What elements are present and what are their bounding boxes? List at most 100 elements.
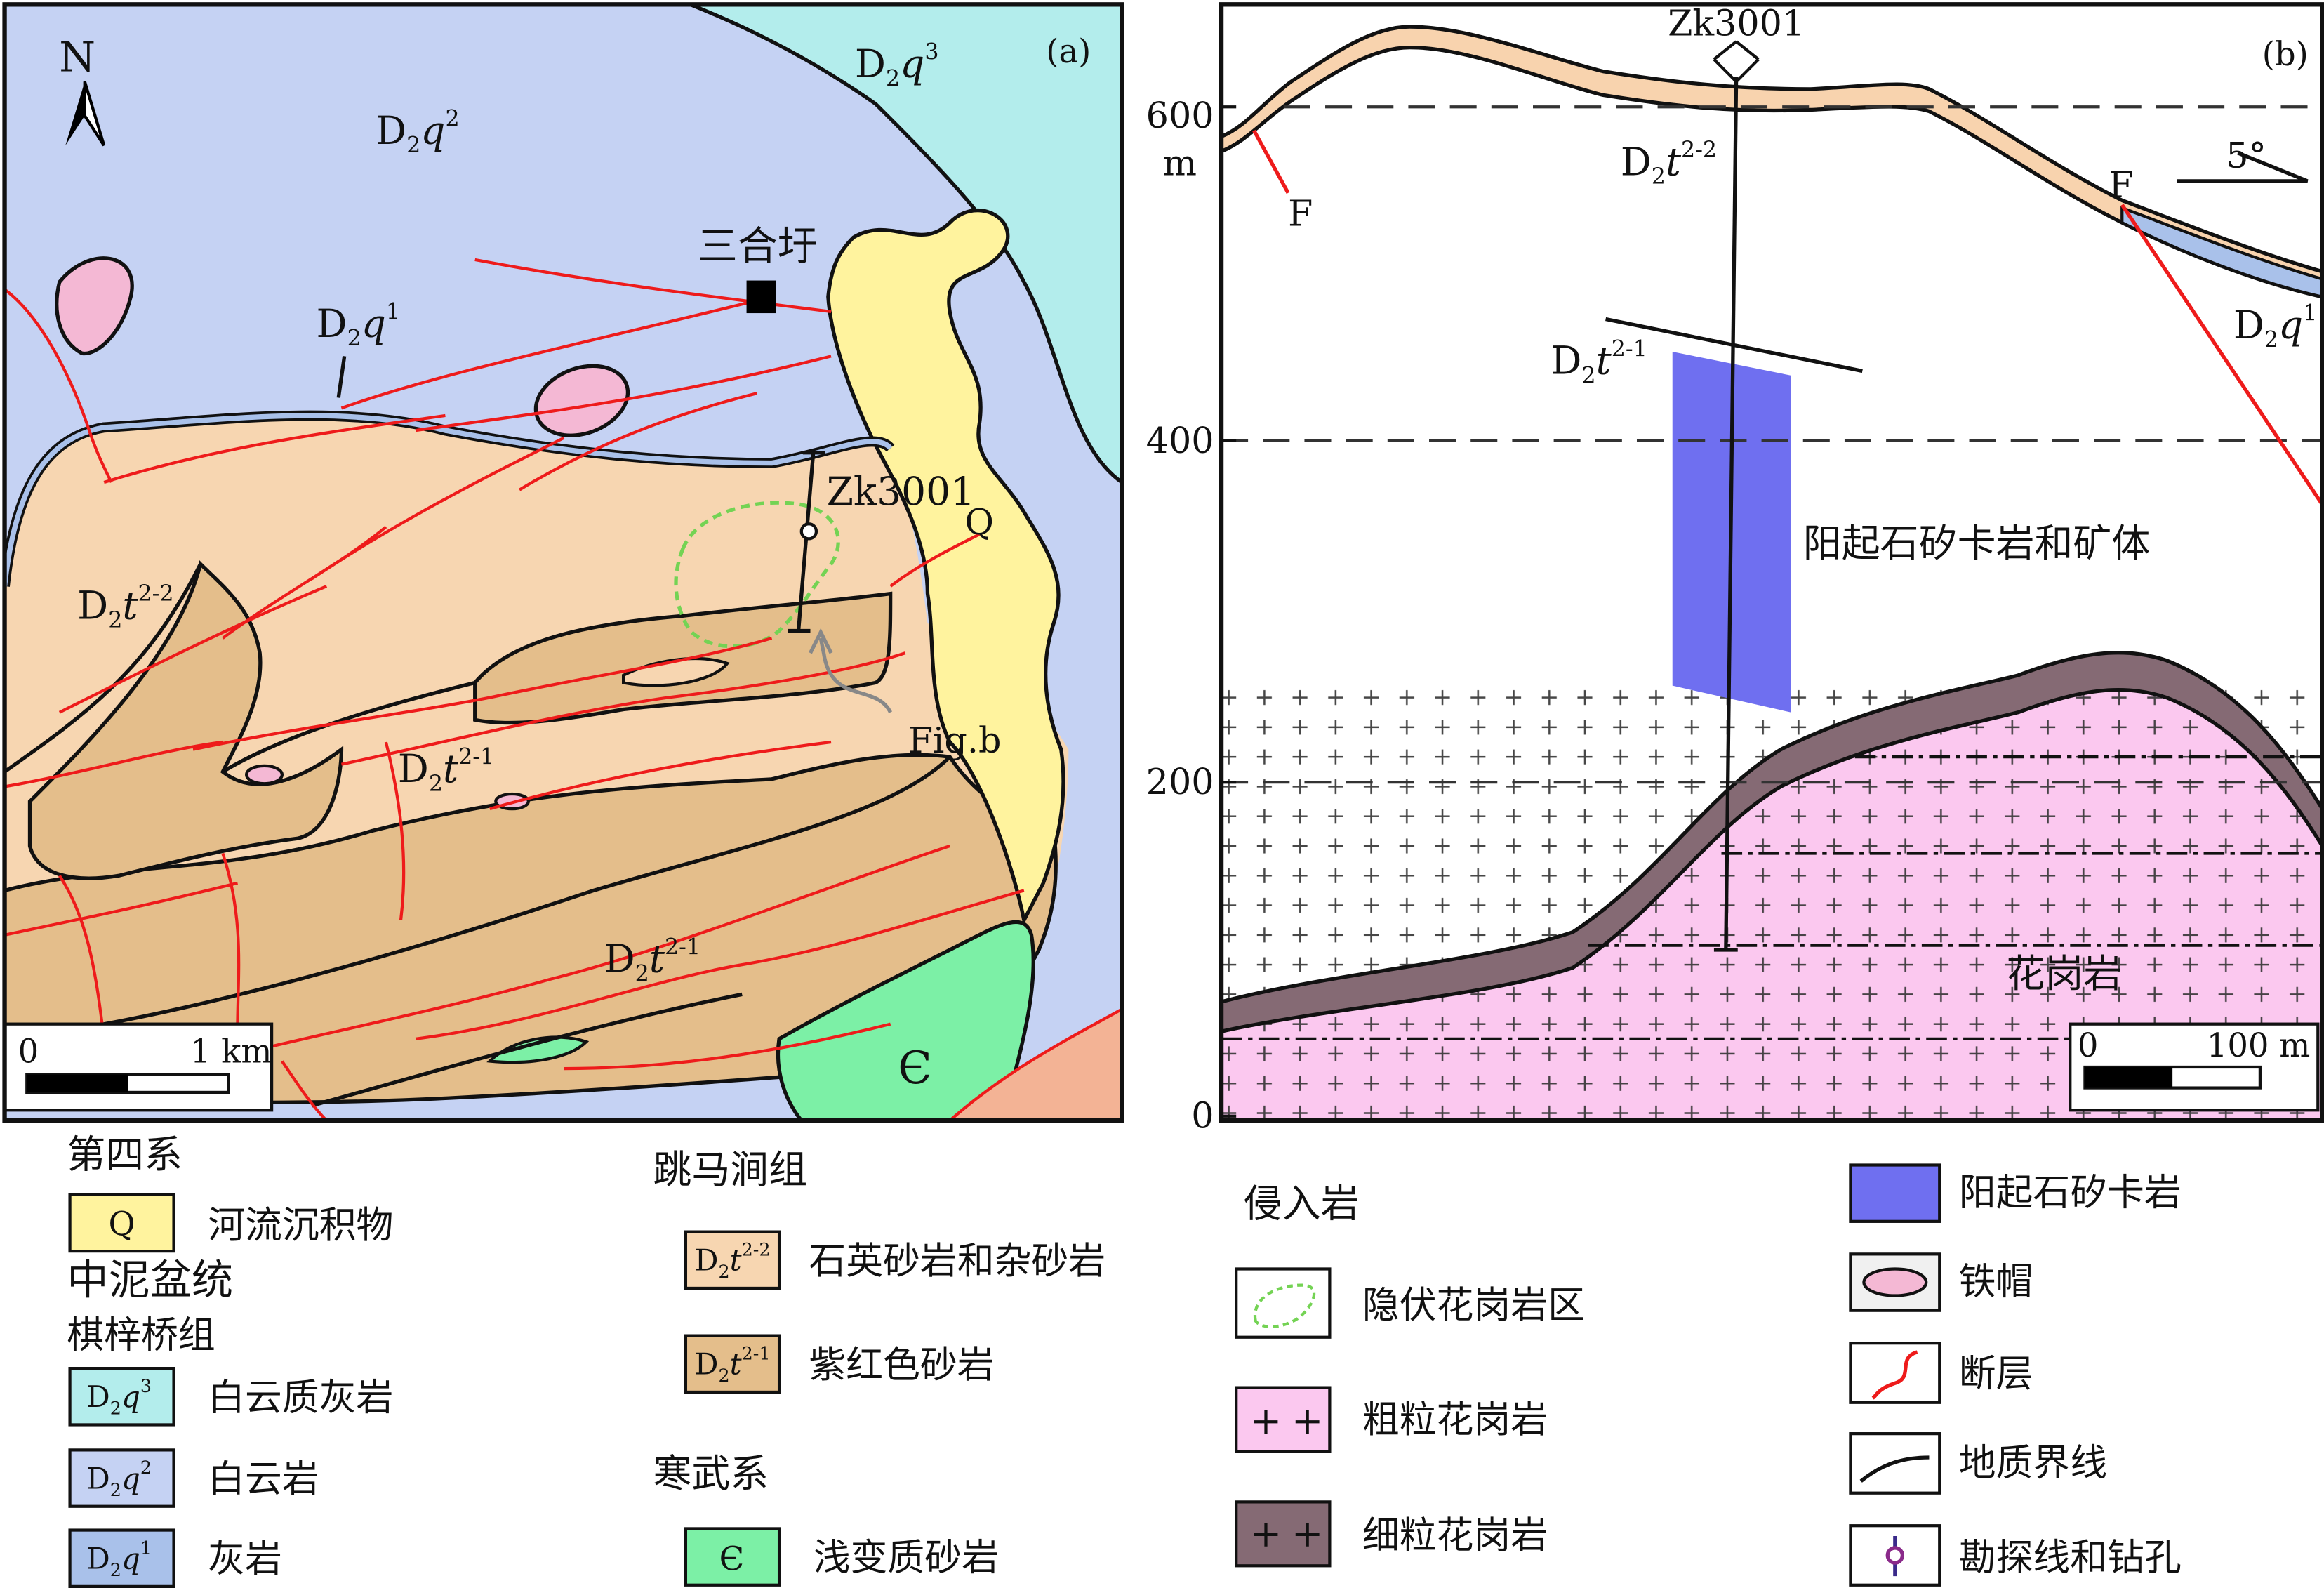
legend-swatch-d2t22 xyxy=(684,1230,781,1290)
legend-label-actinolite: 阳起石矽卡岩 xyxy=(1959,1172,2182,1215)
legend-swatch-cambrian xyxy=(684,1527,781,1587)
legend-label-d2t22: 石英砂岩和杂砂岩 xyxy=(809,1240,1105,1283)
section-frame xyxy=(1219,2,2324,1123)
unit-label-d2t21-map-south: D2t2-1 xyxy=(604,934,700,986)
hidden-granite-outline xyxy=(674,501,840,649)
orebody-label: 阳起石矽卡岩和矿体 xyxy=(1803,521,2151,566)
north-label: N xyxy=(59,32,95,81)
fault-lines xyxy=(4,258,1122,1121)
fig-b-arrow-icon xyxy=(818,637,892,714)
section-scale-zero: 0 xyxy=(2078,1026,2099,1064)
gossan-1 xyxy=(55,256,134,356)
drillhole-label-b: Zk3001 xyxy=(1668,3,1805,44)
svg-text:D2q3: D2q3 xyxy=(86,1375,152,1419)
fault-left xyxy=(1252,129,1290,194)
drillhole-label-a: Zk3001 xyxy=(827,469,975,514)
legend: 第四系 Q 河流沉积物 中泥盆统 棋梓桥组 D2q3 白云质灰岩 D2q2 白云… xyxy=(67,1132,2182,1588)
legend-label-coarse-granite: 粗粒花岗岩 xyxy=(1362,1398,1548,1441)
unit-label-d2q3-map: D2q3 xyxy=(855,40,939,92)
elevation-gridlines xyxy=(1221,105,2323,784)
legend-label-d2t21: 紫红色砂岩 xyxy=(809,1344,994,1387)
legend-title-cambrian: 寒武系 xyxy=(653,1451,769,1496)
svg-text:Q: Q xyxy=(109,1205,135,1243)
elevation-tick-600: 600 xyxy=(1146,95,1214,136)
unit-q-river xyxy=(826,208,1065,926)
unit-cambrian-lens xyxy=(486,1035,590,1064)
granite-label: 花岗岩 xyxy=(2006,951,2122,996)
legend-swatch-q xyxy=(68,1193,175,1253)
map-scale-end: 1 km xyxy=(190,1033,272,1071)
legend-title-mid-devonian: 中泥盆统 xyxy=(67,1255,233,1304)
panel-b-label: (b) xyxy=(2262,35,2309,73)
dip-symbol-icon xyxy=(2177,151,2309,183)
svg-text:Є: Є xyxy=(719,1540,745,1578)
legend-label-fine-granite: 细粒花岗岩 xyxy=(1362,1514,1548,1557)
legend-title-intrusive: 侵入岩 xyxy=(1244,1181,1360,1226)
legend-label-d2q2: 白云岩 xyxy=(208,1458,319,1501)
fault-label-right: F xyxy=(2109,164,2133,206)
unit-label-cambrian-map: Є xyxy=(898,1042,932,1094)
salmon-area xyxy=(950,1009,1122,1121)
legend-swatch-d2t21 xyxy=(684,1334,781,1394)
drillhole-marker-icon xyxy=(799,522,818,541)
section-topsoil-band xyxy=(1221,25,2323,299)
legend-label-cambrian: 浅变质砂岩 xyxy=(814,1537,999,1580)
fine-granite-rim xyxy=(1221,651,2323,1033)
map-scale-zero: 0 xyxy=(18,1033,39,1071)
legend-subtitle-qiziqiao: 棋梓桥组 xyxy=(67,1314,215,1357)
unit-label-d2q1-map: D2q1 xyxy=(317,300,401,352)
map-scale-box xyxy=(4,1022,274,1112)
elevation-tick-0: 0 xyxy=(1191,1095,1214,1137)
coarse-granite-icon xyxy=(1235,1386,1332,1453)
village-label: 三合圩 xyxy=(698,223,818,270)
legend-label-drill: 勘探线和钻孔 xyxy=(1959,1537,2182,1580)
legend-title-quaternary: 第四系 xyxy=(67,1132,182,1177)
section-panel-b: Zk3001 (b) F F 5° 阳起石矽卡岩和矿体 花岗岩 D2t2-2 D… xyxy=(1221,3,2323,1121)
unit-label-d2t22-section: D2t2-2 xyxy=(1621,138,1717,190)
svg-text:D2q2: D2q2 xyxy=(86,1457,152,1500)
legend-label-gossan: 铁帽 xyxy=(1959,1260,2033,1303)
legend-swatch-d2q1 xyxy=(68,1528,175,1588)
section-scale-end: 100 m xyxy=(2207,1026,2311,1064)
formation-contact xyxy=(1605,317,1863,373)
black-square-icon xyxy=(746,280,776,314)
legend-swatch-d2q2 xyxy=(68,1448,175,1508)
unit-label-d2q2-map: D2q2 xyxy=(376,107,460,159)
gossan-2 xyxy=(533,364,630,437)
hidden-granite-icon xyxy=(1235,1267,1332,1339)
svg-text:D2q1: D2q1 xyxy=(86,1537,152,1580)
legend-swatch-d2q3 xyxy=(68,1367,175,1427)
section-d2q1-sliver xyxy=(2120,205,2323,298)
panel-a-label: (a) xyxy=(1046,32,1091,70)
section-y-axis xyxy=(1221,105,1237,1118)
actinolite-skarn-icon xyxy=(1849,1163,1941,1223)
fault-right xyxy=(2120,204,2323,506)
unit-d2q3-area xyxy=(689,4,1122,485)
legend-label-fault: 断层 xyxy=(1959,1352,2033,1395)
elevation-tick-200: 200 xyxy=(1146,761,1214,802)
unit-label-d2t21-map-north: D2t2-1 xyxy=(398,745,494,797)
map-panel-a: N (a) 三合圩 Zk3001 Fig.b Q Є D2q3 D2q2 D2q… xyxy=(4,4,1122,1121)
gossan-3 xyxy=(245,764,284,786)
fig-b-label: Fig.b xyxy=(908,720,1001,761)
legend-title-tiaomajian: 跳马涧组 xyxy=(653,1147,807,1192)
legend-label-d2q1: 灰岩 xyxy=(208,1538,282,1581)
drillhole-trace xyxy=(1724,77,1739,951)
y-unit-label: m xyxy=(1163,142,1197,183)
legend-label-d2q3: 白云质灰岩 xyxy=(208,1376,393,1419)
unit-label-d2q1-section: D2q1 xyxy=(2233,301,2318,353)
unit-label-d2t22-map: D2t2-2 xyxy=(77,581,173,633)
fault-icon xyxy=(1849,1342,1941,1404)
unit-label-q-map: Q xyxy=(964,501,994,543)
exploration-line xyxy=(788,451,825,633)
legend-label-river: 河流沉积物 xyxy=(208,1204,393,1247)
elevation-tick-400: 400 xyxy=(1146,420,1214,461)
map-frame xyxy=(2,2,1124,1123)
legend-label-boundary: 地质界线 xyxy=(1959,1441,2107,1484)
fault-label-left: F xyxy=(1288,192,1313,234)
unit-label-d2t21-section: D2t2-1 xyxy=(1551,336,1647,388)
svg-text:D2t2-1: D2t2-1 xyxy=(695,1342,771,1386)
legend-label-hidden-granite: 隐伏花岗岩区 xyxy=(1362,1284,1585,1327)
svg-text:D2t2-2: D2t2-2 xyxy=(695,1238,771,1282)
